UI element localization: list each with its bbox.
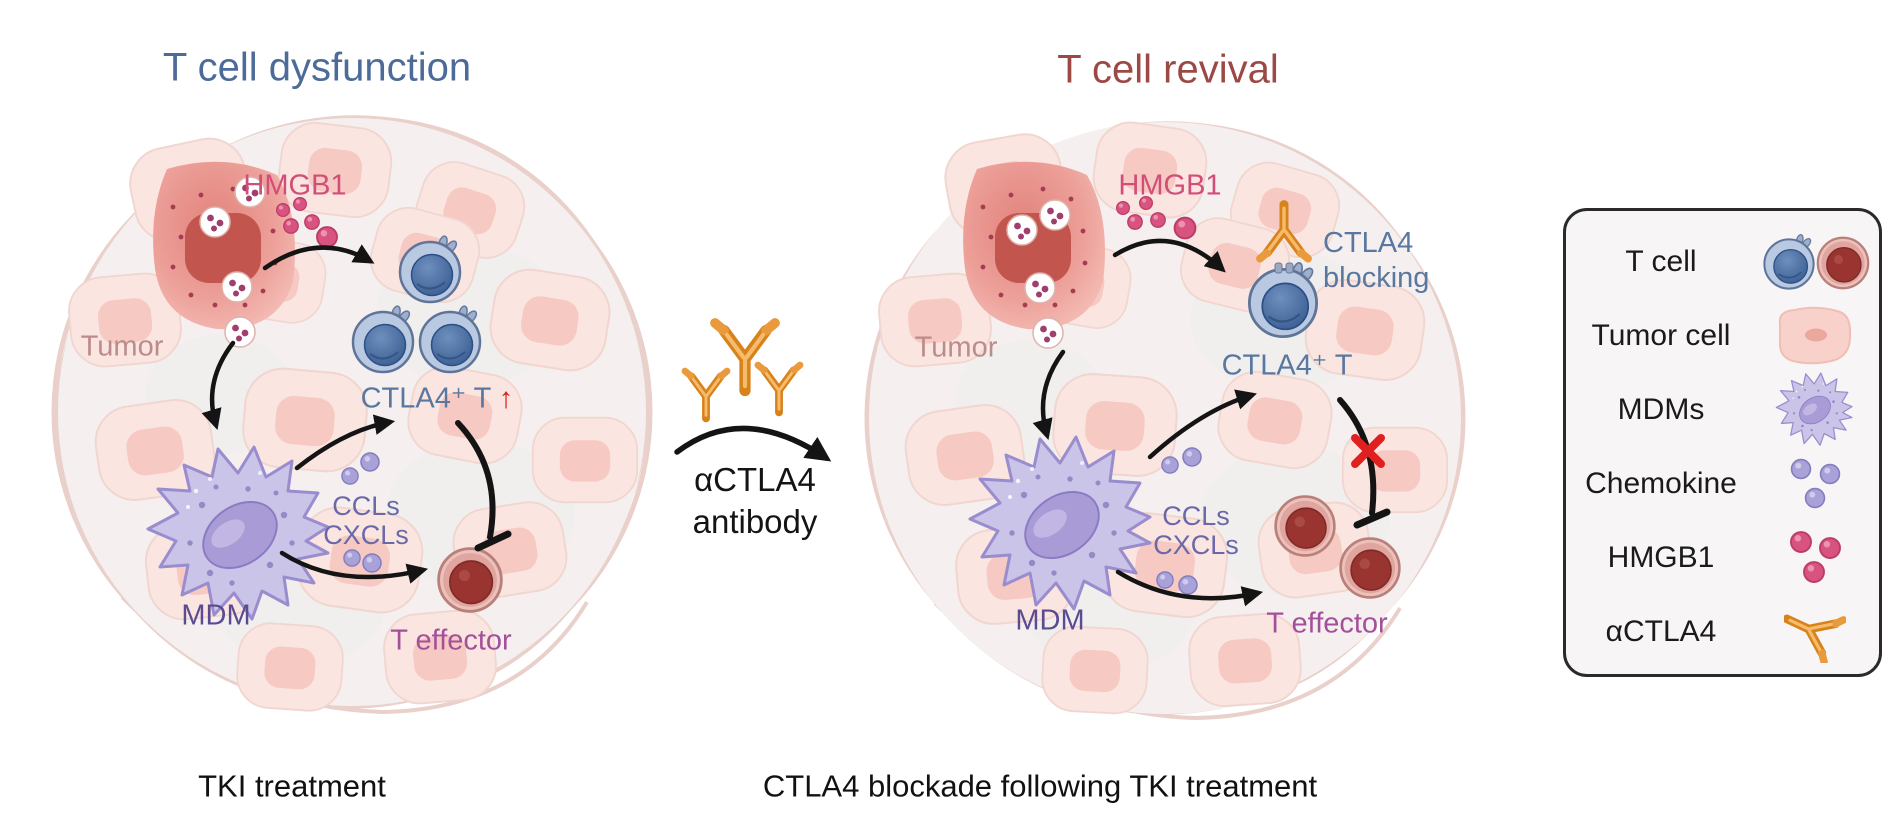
ccls-text: CCLs [332,490,400,521]
right-panel-illustration [820,85,1520,755]
transition-arrow [674,425,832,462]
left-panel-title: T cell dysfunction [162,45,472,90]
right-panel-title: T cell revival [1057,47,1279,92]
exosome-vesicle [1006,214,1038,246]
legend-label: Tumor cell [1591,319,1731,352]
legend-row-chemokine: Chemokine [1566,447,1879,521]
ctla4t-label-right: CTLA4⁺ T [1221,349,1353,382]
antibody-icons [685,323,800,418]
cxcls-text: CXCLs [1153,530,1239,560]
t-effector-cell [437,547,503,613]
exosome-vesicle [221,271,253,303]
legend-row-t-cell: T cell [1566,225,1879,299]
arrow-hmgb1-to-tcell [1112,238,1226,273]
antibody-text: antibody [692,503,818,540]
chemokine-label-right: CCLs CXCLs [1153,500,1239,560]
exosome-vesicle [1032,317,1064,349]
exosome-vesicle [224,316,256,348]
cxcls-text: CXCLs [323,520,409,550]
legend-row-tumor-cell: Tumor cell [1566,299,1879,373]
arrow-hmgb1-to-tcells [262,244,375,271]
ctla4t-text: CTLA4⁺ T [360,382,491,415]
hmgb1-label-left: HMGB1 [243,169,347,202]
mdm-icon [1750,369,1879,451]
inhibition-arrow [455,420,512,552]
middle-transition-illustration [674,250,832,462]
hmgb1-icon [1750,530,1879,586]
ctla4-blocking-line1: CTLA4 [1323,227,1414,259]
mdm-label-left: MDM [181,599,251,632]
tumor-label-left: Tumor [80,330,164,363]
exosome-vesicle [199,206,231,238]
arrow-tumor-to-mdm [201,340,236,430]
t-effector-label-right: T effector [1266,607,1388,640]
arrow-mdm-to-ctla4t [294,414,396,471]
left-panel-illustration [40,85,670,755]
ctla4t-label-left: CTLA4⁺ T ↑ [361,383,514,414]
legend-row-hmgb1: HMGB1 [1566,521,1879,595]
increase-arrow-icon: ↑ [498,382,514,415]
t-cell-icon [1750,232,1879,292]
right-panel-caption: CTLA4 blockade following TKI treatment [762,768,1318,804]
tumor-label-right: Tumor [914,331,998,364]
legend-label: Chemokine [1585,467,1737,500]
t-effector-label-left: T effector [390,624,512,657]
exosome-vesicle [1039,199,1071,231]
arrow-mdm-to-teffector [279,550,429,584]
hmgb1-label-right: HMGB1 [1118,169,1222,202]
t-cell-blue-with-antibody [1248,205,1318,339]
blocked-x-icon [1351,434,1385,468]
mdm-label-right: MDM [1015,604,1085,637]
ccls-text: CCLs [1162,500,1230,531]
arrow-tumor-to-mdm [1032,349,1066,440]
arrow-mdm-to-teffector [1115,569,1264,607]
left-panel-caption: TKI treatment [198,768,386,804]
ctla4-blocking-line2: blocking [1323,261,1430,294]
exosome-vesicle [1024,272,1056,304]
legend-row-actla4: αCTLA4 [1566,595,1879,669]
chemokine-icon [1750,456,1879,512]
tumor-cell-icon [1750,304,1879,368]
legend-label: αCTLA4 [1605,615,1717,648]
arrow-mdm-to-ctla4t [1147,389,1257,460]
legend-row-mdms: MDMs [1566,372,1879,447]
chemokine-label-left: CCLs CXCLs [323,490,409,550]
ctla4-blocking-label: CTLA4 blocking [1323,226,1429,296]
actla4-text: αCTLA4 [694,460,816,498]
legend-label: T cell [1625,245,1697,278]
actla4-antibody-icon [1750,601,1879,663]
legend-label: MDMs [1617,393,1705,426]
legend-label: HMGB1 [1607,541,1715,574]
actla4-antibody-label: αCTLA4 antibody [693,459,818,543]
legend: T cell Tumor cell MDMs [1563,208,1882,677]
